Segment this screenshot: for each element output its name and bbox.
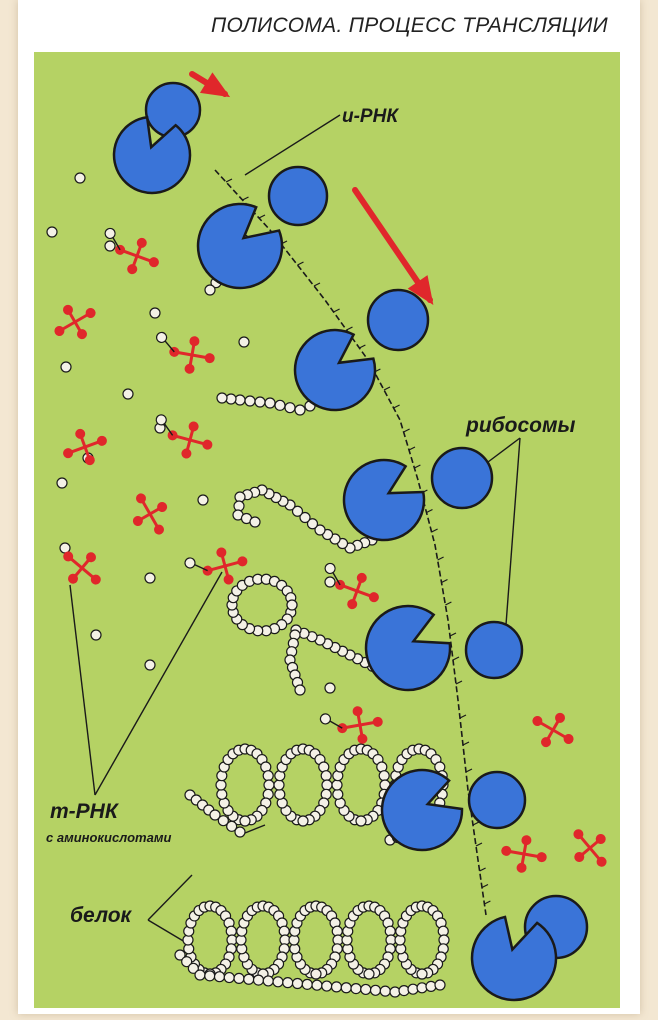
amino-acid-bead	[215, 972, 225, 982]
free-amino-acid	[145, 660, 155, 670]
free-amino-acid	[75, 173, 85, 183]
amino-acid-bead	[298, 816, 308, 826]
free-amino-acid	[105, 241, 115, 251]
amino-acid-bead	[364, 969, 374, 979]
amino-acid-bead	[205, 971, 215, 981]
amino-acid-bead	[380, 986, 390, 996]
amino-acid-bead	[275, 400, 285, 410]
amino-acid-bead	[408, 984, 418, 994]
amino-acid-bead	[332, 982, 342, 992]
amino-acid-bead	[263, 771, 273, 781]
amino-acid-bead	[351, 984, 361, 994]
amino-acid-bead	[244, 974, 254, 984]
amino-acid-bead	[283, 978, 293, 988]
amino-acid-bead	[356, 816, 366, 826]
amino-acid-bead	[322, 981, 332, 991]
ribosome-small-subunit	[368, 290, 428, 350]
free-amino-acid	[57, 478, 67, 488]
ribosome-small-subunit	[269, 167, 327, 225]
amino-acid-bead	[417, 969, 427, 979]
amino-acid-bead	[293, 979, 303, 989]
amino-acid-bead	[399, 986, 409, 996]
amino-acid-bead	[235, 827, 245, 837]
amino-acid-bead	[361, 984, 371, 994]
trna-sublabel: с аминокислотами	[46, 830, 171, 845]
amino-acid-bead	[245, 396, 255, 406]
amino-acid-bead	[332, 780, 342, 790]
amino-acid-bead	[224, 973, 234, 983]
amino-acid-bead	[390, 987, 400, 997]
free-amino-acid	[325, 683, 335, 693]
amino-acid-bead	[371, 985, 381, 995]
amino-acid-bead	[287, 600, 297, 610]
amino-acid-bead	[312, 980, 322, 990]
mrna-label: и-РНК	[342, 106, 399, 127]
amino-acid-bead	[240, 816, 250, 826]
amino-acid-bead	[195, 970, 205, 980]
amino-acid-bead	[426, 981, 436, 991]
amino-acid-bead	[217, 393, 227, 403]
amino-acid-bead	[255, 397, 265, 407]
amino-acid-bead	[217, 789, 227, 799]
free-amino-acid	[145, 573, 155, 583]
amino-acid-bead	[254, 975, 264, 985]
ribosomes-label: рибосомы	[465, 414, 576, 437]
amino-acid-bead	[302, 979, 312, 989]
free-amino-acid	[325, 577, 335, 587]
ribosome-small-subunit	[432, 448, 492, 508]
amino-acid-bead	[341, 983, 351, 993]
amino-acid-bead	[311, 969, 321, 979]
free-amino-acid	[91, 630, 101, 640]
amino-acid-bead	[263, 976, 273, 986]
amino-acid-bead	[333, 789, 343, 799]
ribosome-small-subunit	[469, 772, 525, 828]
amino-acid-bead	[417, 983, 427, 993]
trna-label: т-РНК	[50, 800, 120, 823]
ribosome-small-subunit	[466, 622, 522, 678]
free-amino-acid	[47, 227, 57, 237]
amino-acid-bead	[322, 780, 332, 790]
free-amino-acid	[123, 389, 133, 399]
free-amino-acid	[198, 495, 208, 505]
amino-acid-bead	[265, 398, 275, 408]
amino-acid-bead	[295, 405, 305, 415]
protein-label: белок	[70, 904, 133, 927]
amino-acid-bead	[273, 977, 283, 987]
free-amino-acid	[150, 308, 160, 318]
amino-acid-bead	[285, 403, 295, 413]
amino-acid-bead	[216, 780, 226, 790]
amino-acid-bead	[274, 780, 284, 790]
amino-acid-bead	[264, 780, 274, 790]
amino-acid-bead	[435, 980, 445, 990]
amino-acid-bead	[234, 973, 244, 983]
amino-acid-bead	[275, 789, 285, 799]
free-amino-acid	[239, 337, 249, 347]
amino-acid-bead	[205, 285, 215, 295]
amino-acid-bead	[379, 771, 389, 781]
amino-acid-bead	[250, 517, 260, 527]
free-amino-acid	[61, 362, 71, 372]
amino-acid-bead	[321, 771, 331, 781]
amino-acid-bead	[295, 685, 305, 695]
